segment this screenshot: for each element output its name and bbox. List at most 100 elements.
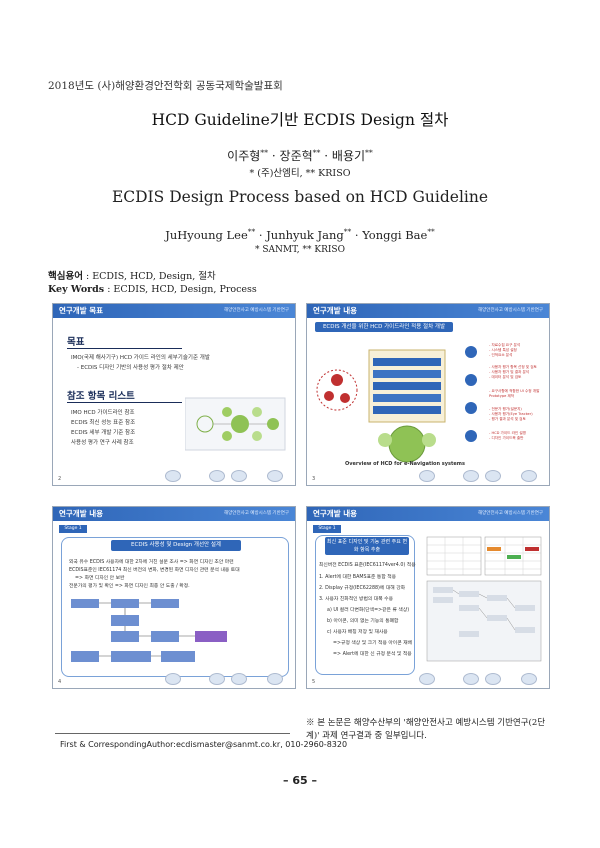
svg-text:Prototype 제작: Prototype 제작 [489,393,515,398]
hcd-diagram-thumbnail [185,397,286,451]
slide-header-right: 해양안전사고 예방시스템 기반연구 [224,511,289,516]
stage-label: Stage 1 [313,525,341,533]
keywords-korean: 핵심용어 : ECDIS, HCD, Design, 절차 [48,268,216,282]
svg-text:- 사용자 평가 항목 선정 및 검토: - 사용자 평가 항목 선정 및 검토 [489,364,538,369]
slide-header: 연구개발 내용 해양안전사고 예방시스템 기반연구 [307,304,549,318]
slide-page-number: 2 [58,476,62,482]
footnote-rule [55,733,290,734]
list-item: => 화면 디자인 안 보완 [75,576,125,581]
university-logo [231,470,247,482]
university-logo [231,673,247,685]
author-mark: ** [427,227,435,236]
slide-banner: ECDIS 사용성 및 Design 개선안 설계 [111,540,241,551]
slide-footer: 5 [307,668,549,688]
page-number: – 65 – [283,774,317,787]
svg-text:- 자료수집 요구 분석: - 자료수집 요구 분석 [489,342,520,347]
slide-research-goal: 연구개발 목표 해양안전사고 예방시스템 기반연구 목표 IMO(국제 해사기구… [52,303,296,486]
slide-research-content-hcd: 연구개발 내용 해양안전사고 예방시스템 기반연구 ECDIS 개선을 위한 H… [306,303,550,486]
standard-tables-thumbnail [426,536,542,662]
affiliation-english: * SANMT, ** KRISO [255,245,345,255]
list-item: 전문가의 평가 및 확인 => 화면 디자인 최종 안 도출 / 확정. [69,584,190,589]
slide-title: 연구개발 내용 [59,509,104,518]
list-item: b) 아이콘, 의미 없는 기능의 통폐합 [327,619,399,624]
content-frame [315,535,415,675]
university-logo [485,673,501,685]
list-item: IMO HCD 가이드라인 참조 [71,410,135,416]
author-mark: ** [260,148,269,157]
author-mark: ** [247,227,256,236]
svg-text:- 전문가 평가(설문지): - 전문가 평가(설문지) [489,406,522,411]
conference-header: 2018년도 (사)해양환경안전학회 공동국제학술발표회 [48,80,283,92]
slide-standard-changes: 연구개발 내용 해양안전사고 예방시스템 기반연구 Stage 1 최신 표준 … [306,506,550,689]
authors-korean: 이주형** · 장준혁** · 배용기** [227,148,373,163]
list-item: IMO(국제 해사기구) HCD 가이드 라인의 세부기술기준 개발 [71,355,210,361]
slide-header-right: 해양안전사고 예방시스템 기반연구 [478,308,543,313]
author-name: Yonggi Bae [362,227,428,242]
svg-text:- 시스템 특성 설정: - 시스템 특성 설정 [489,347,517,352]
author-name: 장준혁 [279,149,313,163]
corresponding-author-footnote: First & CorrespondingAuthor:ecdismaster@… [60,740,348,749]
slide-title: 연구개발 내용 [313,509,358,518]
kaist-logo [463,470,479,482]
kriso-logo [419,470,435,482]
svg-text:- 인적요소 분석: - 인적요소 분석 [489,352,512,357]
kriso-logo [419,673,435,685]
slide-heading: 참조 항목 리스트 [67,391,135,402]
slide-page-number: 4 [58,679,62,685]
author-mark: ** [365,148,373,157]
slide-header: 연구개발 내용 해양안전사고 예방시스템 기반연구 [307,507,549,521]
list-item: 2. Display 규정(IEC62288)에 대해 강화 [319,586,406,591]
design-flowchart [71,599,227,662]
heading-rule [67,402,182,403]
slide-header-right: 해양안전사고 예방시스템 기반연구 [224,308,289,313]
slide-title: 연구개발 목표 [59,306,104,315]
list-item: ECDIS 최신 성능 표준 참조 [71,420,136,426]
list-item: 1. Alert에 대한 BAMS표준 통합 적용 [319,575,397,580]
diagram-caption: Overview of HCD for e-Navigation systems [345,461,465,467]
keywords-label: 핵심용어 [48,271,83,282]
paper-title-korean: HCD Guideline기반 ECDIS Design 절차 [151,111,449,129]
keywords-english: Key Words : ECDIS, HCD, Design, Process [48,284,257,295]
list-item: 최신버전 ECDIS 표준(IEC61174ver4.0) 적용 [319,563,416,568]
list-item: ECDIS표준인 IEC61174 최신 버전의 변화, 변경된 화면 디자인 … [69,568,240,573]
sanmt-logo [267,673,283,685]
list-item: 외국 유수 ECDIS 사용자에 대한 2차에 거친 설문 조사 => 화면 디… [69,560,234,565]
svg-text:- 사용자 평가(Eye Tracker): - 사용자 평가(Eye Tracker) [489,411,533,416]
kaist-logo [209,470,225,482]
author-mark: ** [343,227,352,236]
hcd-process-diagram: - 자료수집 요구 분석 - 시스템 특성 설정 - 인적요소 분석 - 사용자… [316,342,540,463]
university-logo [485,470,501,482]
slide-header: 연구개발 내용 해양안전사고 예방시스템 기반연구 [53,507,295,521]
sanmt-logo [267,470,283,482]
author-name: JuHyoung Lee [165,227,248,242]
stage-label: Stage 1 [59,525,87,533]
svg-text:- HCD 가이드 라인 설명: - HCD 가이드 라인 설명 [489,430,526,435]
list-item: 3. 사용자 친화적인 방법의 대폭 수용 [319,597,393,602]
paper-title-english: ECDIS Design Process based on HCD Guidel… [111,188,489,206]
svg-text:- 디자인 가이드북 출판: - 디자인 가이드북 출판 [489,435,524,440]
slide-footer: 4 [53,668,295,688]
sanmt-logo [521,673,537,685]
svg-text:- 평가 결과 분석 및 검토: - 평가 결과 분석 및 검토 [489,416,526,421]
slide-banner: ECDIS 개선을 위한 HCD 가이드라인 적용 절차 개발 [315,322,453,332]
affiliation-korean: * (주)산엠티, ** KRISO [249,168,351,179]
heading-rule [67,348,182,349]
keywords-value: : ECDIS, HCD, Design, Process [107,284,257,295]
slide-banner: 최신 표준 디자인 및 기능 관련 주요 변화 항목 추출 [325,537,409,555]
svg-text:- 사용자 평가 및 결과 분석: - 사용자 평가 및 결과 분석 [489,369,529,374]
authors-english: JuHyoung Lee** · Junhyuk Jang** · Yonggi… [165,227,435,242]
list-item: => Alert에 대한 신 규정 분석 및 적용 [333,652,412,657]
slide-ecdis-usability: 연구개발 내용 해양안전사고 예방시스템 기반연구 Stage 1 ECDIS … [52,506,296,689]
list-item: ECDIS 세부 개발 기준 참조 [71,430,136,436]
svg-text:- 요구사항에 적합한 UI 수정 개발: - 요구사항에 적합한 UI 수정 개발 [489,388,540,393]
slide-page-number: 5 [312,679,316,685]
slide-header: 연구개발 목표 해양안전사고 예방시스템 기반연구 [53,304,295,318]
kriso-logo [165,470,181,482]
svg-text:- 데이터 분석 및 검토: - 데이터 분석 및 검토 [489,374,522,379]
slide-page-number: 3 [312,476,316,482]
list-item: a) UI 컬러 다변화(단색=>같은 류 색상) [327,608,410,613]
author-name: Junhyuk Jang [266,227,344,242]
keywords-label: Key Words [48,284,105,295]
keywords-value: : ECDIS, HCD, Design, 절차 [86,271,216,282]
author-name: 이주형 [227,149,261,163]
